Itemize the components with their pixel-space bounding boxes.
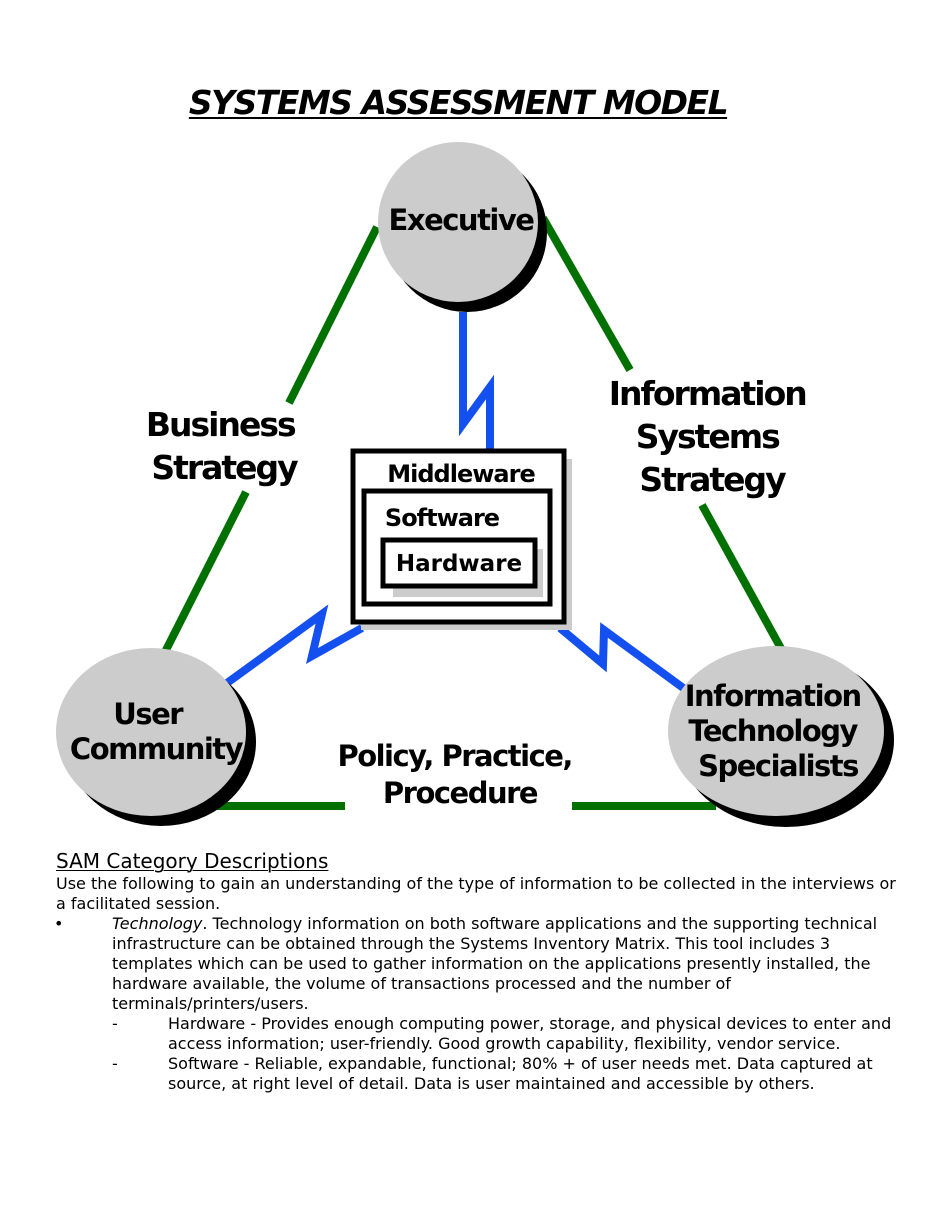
software-label: Software [385,504,500,532]
it-specialists-node-circle [668,646,884,816]
executive-link [459,312,494,452]
it-specialists-label: Information Technology Specialists [685,679,870,783]
executive-node-circle [378,142,538,302]
it-specialists-link [557,622,689,694]
technology-links [224,312,689,694]
user-community-node: User Community [56,648,256,826]
technology-term: Technology [112,914,203,933]
user-community-label-line: User [113,697,184,731]
is-strategy-edge-upper [539,216,634,372]
user-community-node-circle [56,648,246,816]
user-community-label-line: Community [70,732,244,766]
category-descriptions: SAM Category Descriptions Use the follow… [54,848,896,1094]
business-strategy-label-line: Strategy [151,448,298,487]
user-community-label: User Community [70,697,244,766]
it-specialists-label-line: Specialists [698,749,858,783]
strategy-edges [161,216,787,810]
it-specialists-label-line: Information [685,679,861,713]
middleware-label: Middleware [387,460,535,488]
is-strategy-edge-lower [698,503,787,654]
it-specialists-node: Information Technology Specialists [668,646,894,827]
executive-label-line: Executive [389,203,535,237]
business-strategy-label: Business Strategy [146,405,304,487]
policy-label-line: Policy, Practice, [337,739,572,773]
dash-icon: - [112,1014,118,1033]
hardware-description: Hardware - Provides enough computing pow… [168,1014,892,1053]
hardware-box [380,537,538,589]
section-intro: Use the following to gain an understandi… [56,874,896,913]
bullet-icon: • [54,914,64,933]
software-description: Software - Reliable, expandable, functio… [168,1054,873,1093]
business-strategy-edge-lower [161,490,250,654]
policy-label: Policy, Practice, Procedure [337,739,580,810]
is-strategy-label-line: Systems [636,417,780,456]
user-community-link [224,604,364,687]
is-strategy-label-line: Information [609,374,806,413]
executive-node: Executive [378,142,547,312]
business-strategy-label-line: Business [146,405,296,444]
is-strategy-label: Information Systems Strategy [609,374,815,499]
diagram-title: SYSTEMS ASSESSMENT MODEL [188,83,729,122]
is-strategy-label-line: Strategy [639,460,786,499]
technology-description: . Technology information on both softwar… [112,914,878,1013]
executive-label: Executive [389,203,535,237]
section-heading: SAM Category Descriptions [56,849,329,873]
business-strategy-edge-upper [285,225,381,405]
technology-item: • Technology. Technology information on … [54,914,896,1014]
it-specialists-label-line: Technology [688,714,858,748]
systems-assessment-diagram: Middleware Software Hardware Executive U… [56,142,894,827]
dash-icon: - [112,1054,118,1073]
software-subitem: - Software - Reliable, expandable, funct… [112,1054,896,1094]
hardware-label: Hardware [396,551,522,577]
policy-label-line: Procedure [383,776,538,810]
technology-stack: Middleware Software Hardware [350,448,572,630]
hardware-subitem: - Hardware - Provides enough computing p… [112,1014,896,1054]
